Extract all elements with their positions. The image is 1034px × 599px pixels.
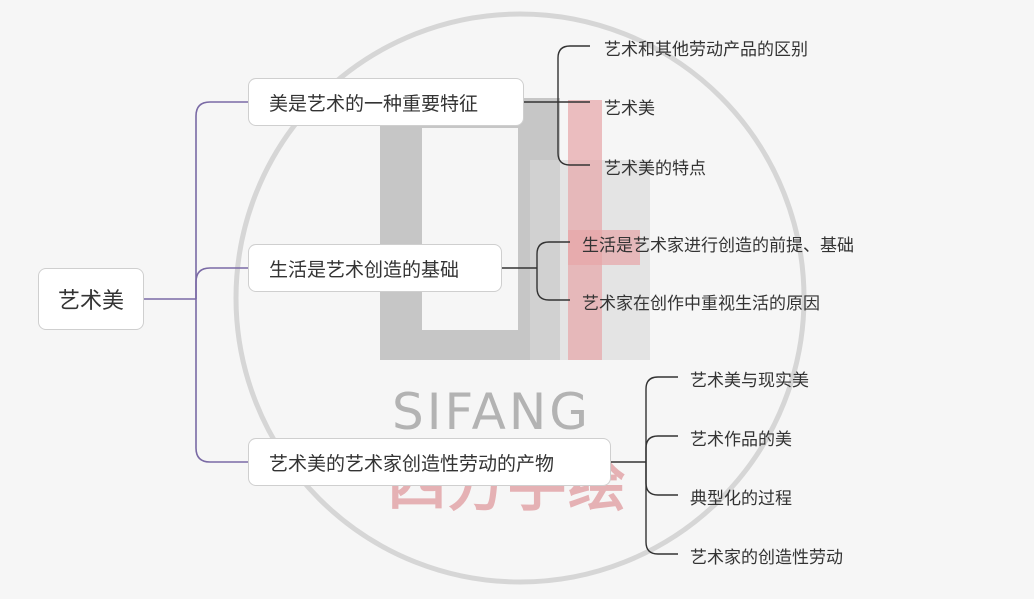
leaf-node[interactable]: 艺术和其他劳动产品的区别 bbox=[604, 40, 808, 60]
leaf-node[interactable]: 艺术美 bbox=[604, 99, 655, 119]
leaf-node[interactable]: 艺术家的创造性劳动 bbox=[690, 548, 843, 568]
leaf-node[interactable]: 艺术美的特点 bbox=[604, 159, 706, 179]
root-connectors bbox=[144, 101, 248, 463]
root-node[interactable]: 艺术美 bbox=[38, 268, 144, 330]
branch-node-2[interactable]: 生活是艺术创造的基础 bbox=[248, 244, 502, 292]
branch-node-1[interactable]: 美是艺术的一种重要特征 bbox=[248, 78, 524, 126]
leaf-node[interactable]: 艺术家在创作中重视生活的原因 bbox=[582, 294, 820, 314]
leaf-node[interactable]: 典型化的过程 bbox=[690, 489, 792, 509]
leaf-node[interactable]: 艺术美与现实美 bbox=[690, 371, 809, 391]
leaf-node[interactable]: 生活是艺术家进行创造的前提、基础 bbox=[582, 236, 854, 256]
branch-node-3[interactable]: 艺术美的艺术家创造性劳动的产物 bbox=[248, 438, 611, 486]
watermark-latin-text: SIFANG bbox=[392, 383, 592, 441]
leaf-node[interactable]: 艺术作品的美 bbox=[690, 430, 792, 450]
branch-connectors bbox=[502, 45, 678, 555]
